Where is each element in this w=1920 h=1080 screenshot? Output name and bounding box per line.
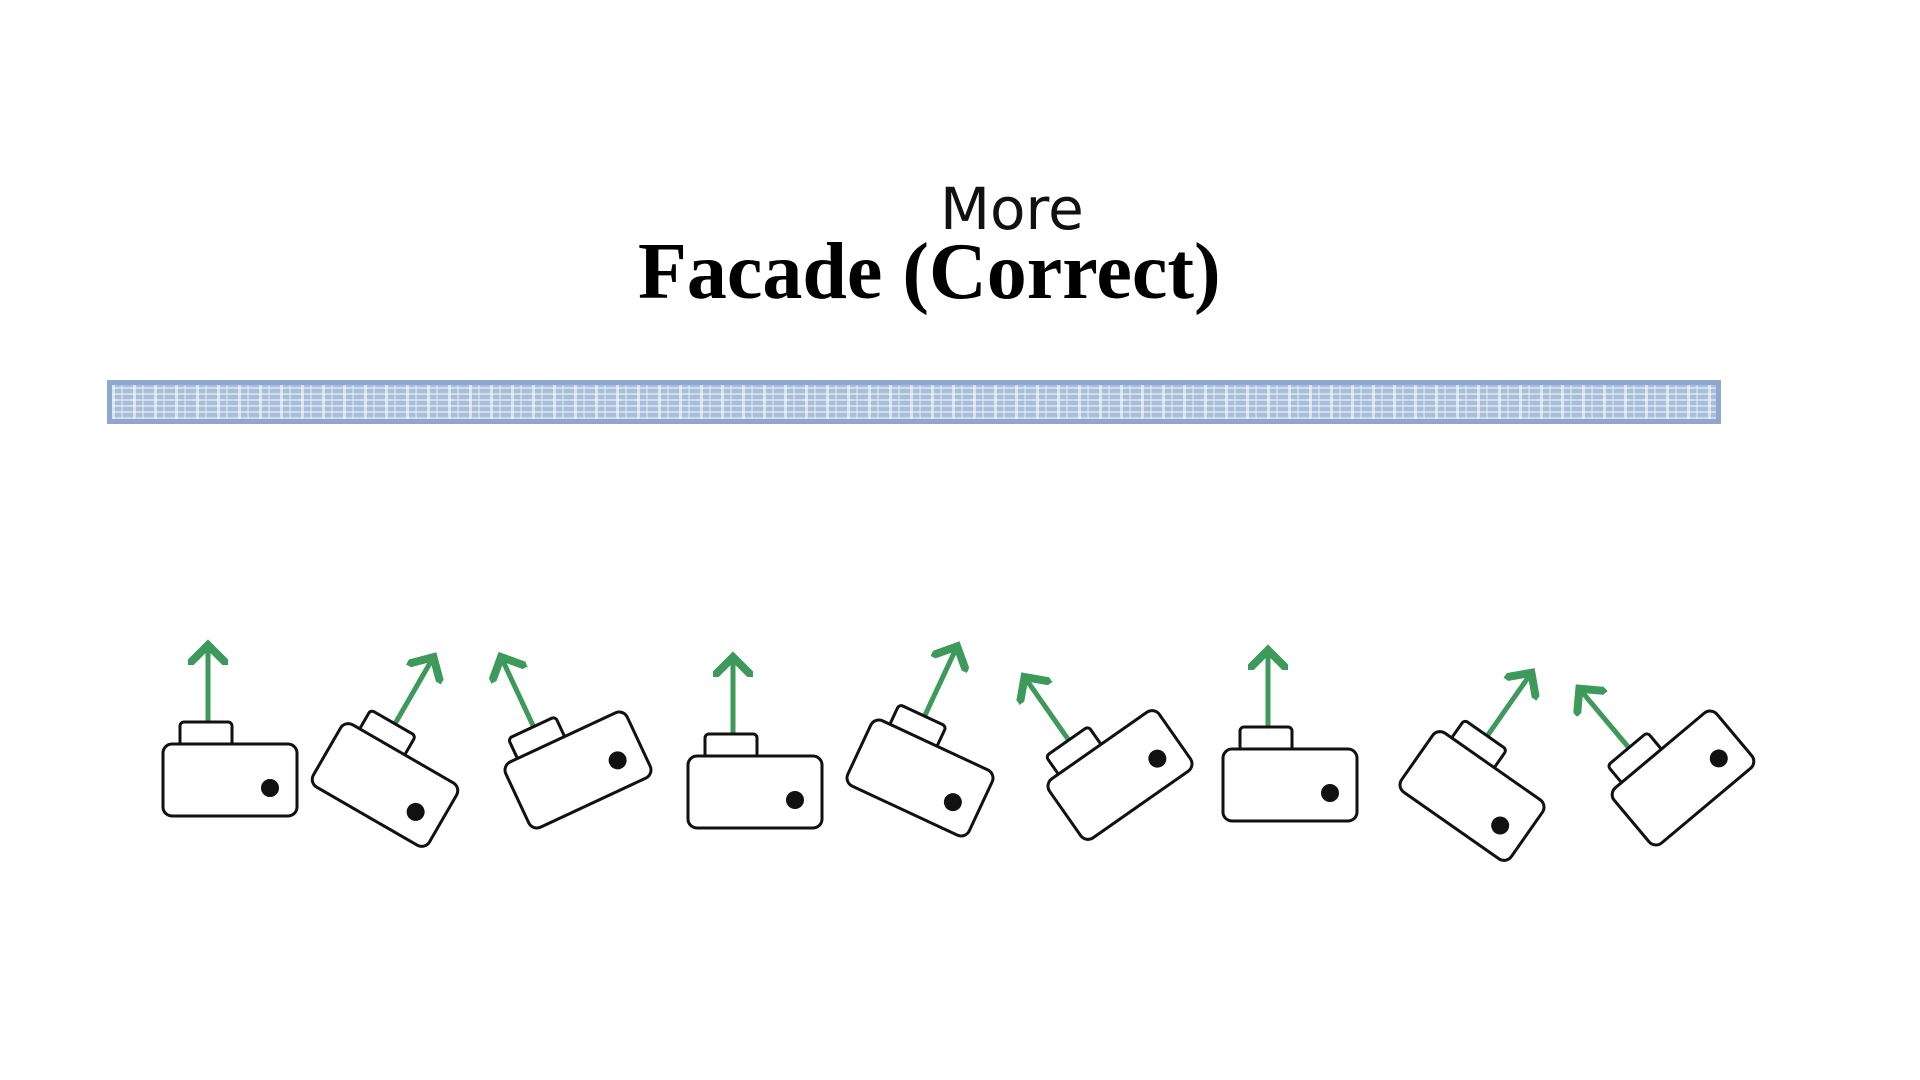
camera-lens-dot xyxy=(943,793,962,812)
camera-1 xyxy=(161,645,299,818)
view-direction-arrow xyxy=(1480,673,1532,745)
view-direction-arrow xyxy=(1025,677,1076,750)
camera-body xyxy=(503,710,653,830)
camera-body xyxy=(1046,709,1194,841)
view-direction-arrow xyxy=(918,646,957,726)
camera-2 xyxy=(310,635,460,848)
view-direction-arrow xyxy=(501,657,540,737)
camera-lens-dot xyxy=(1148,749,1167,768)
camera-lens-dot xyxy=(261,779,279,797)
camera-lens-dot xyxy=(786,791,804,809)
camera-lens-dot xyxy=(608,751,627,770)
facade-bar xyxy=(107,380,1721,424)
camera-5 xyxy=(845,627,995,838)
camera-9 xyxy=(1545,632,1756,847)
camera-row-diagram xyxy=(161,560,1756,862)
camera-viewfinder xyxy=(178,720,234,748)
view-direction-arrow xyxy=(1579,689,1637,757)
camera-body xyxy=(686,754,824,830)
camera-viewfinder xyxy=(703,732,759,760)
camera-8 xyxy=(1398,647,1546,862)
camera-lens-dot xyxy=(406,802,425,821)
slide-title: Facade (Correct) xyxy=(638,228,1221,316)
camera-3 xyxy=(460,619,653,830)
camera-viewfinder xyxy=(1238,725,1294,753)
camera-lens-dot xyxy=(1709,749,1728,768)
camera-body xyxy=(161,742,299,818)
camera-7 xyxy=(1221,650,1359,823)
camera-body xyxy=(1610,709,1756,847)
camera-4 xyxy=(686,657,824,830)
camera-lens-dot xyxy=(1491,816,1510,835)
camera-body xyxy=(1221,747,1359,823)
camera-6 xyxy=(988,626,1194,841)
camera-lens-dot xyxy=(1321,784,1339,802)
slide-subtitle: More xyxy=(940,175,1084,243)
view-direction-arrow xyxy=(388,657,434,734)
